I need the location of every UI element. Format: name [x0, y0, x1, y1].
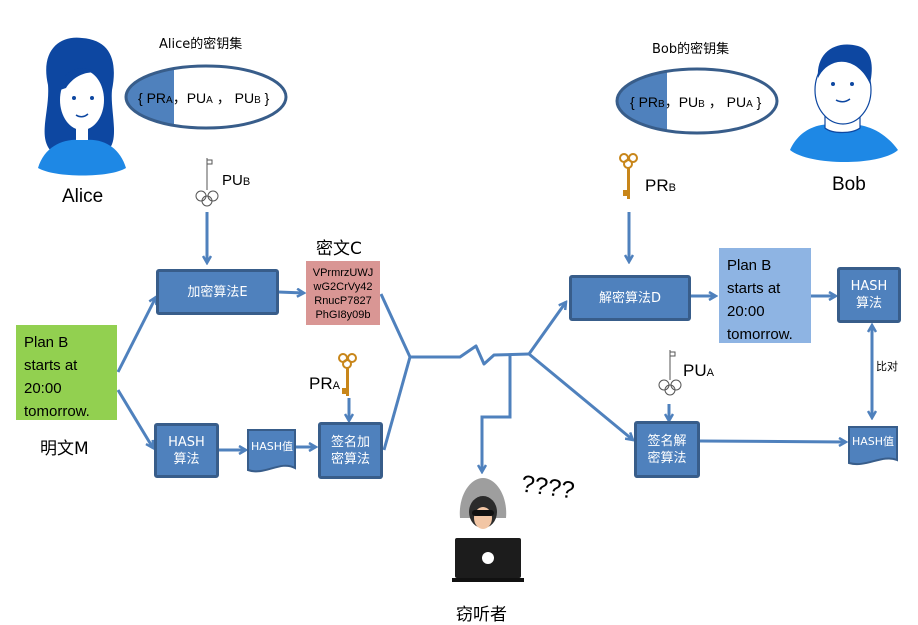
alice-public-key-icon: [195, 158, 219, 207]
ciphertext-box: VPrmrzUWJ wG2CrVy42 RnucP7827 PhGI8y09b: [306, 261, 380, 325]
channel-from-sign: [382, 356, 412, 451]
decrypt-algorithm-box: 解密算法D: [569, 275, 691, 321]
alice-private-key-icon: [338, 353, 357, 396]
eavesdropper-icon: [452, 478, 524, 582]
plaintext-box: Plan B starts at 20:00 tomorrow.: [16, 325, 117, 420]
bob-keyset-title: Bob的密钥集: [652, 42, 730, 57]
plaintext-label: 明文M: [40, 439, 89, 459]
decrypted-line: tomorrow.: [727, 326, 793, 343]
arrow-channel-to-decrypt: [527, 302, 566, 355]
hash-algorithm-right-box: HASH 算法: [837, 267, 901, 323]
alice-keyset-text: { PRA，PUA ， PUB }: [138, 90, 270, 106]
hash-algorithm-left-box: HASH 算法: [154, 423, 219, 478]
hash-value-left-label: HASH值: [250, 440, 294, 453]
plaintext-line: tomorrow.: [24, 403, 90, 420]
decrypted-plaintext-box: Plan B starts at 20:00 tomorrow.: [719, 248, 811, 343]
box-line: 签名加: [330, 434, 370, 450]
alice-avatar: [38, 37, 126, 176]
arrow-channel-to-sign-decrypt: [528, 352, 633, 440]
ciphertext-line: wG2CrVy42: [313, 281, 373, 293]
box-line: 密算法: [330, 451, 370, 467]
hash-value-right-label: HASH值: [851, 435, 895, 448]
arrow-plain-to-hash: [116, 389, 153, 448]
box-line: HASH: [850, 279, 888, 294]
ciphertext-line: RnucP7827: [314, 295, 372, 307]
bob-avatar: [790, 44, 898, 162]
alice-private-key-label: PRA: [309, 374, 340, 393]
signature-decrypt-box: 签名解 密算法: [634, 421, 700, 478]
bob-private-key-label: PRB: [645, 176, 676, 195]
decrypted-line: Plan B: [727, 257, 772, 274]
arrow-to-eavesdropper: [482, 355, 512, 472]
ciphertext-line: VPrmrzUWJ: [312, 267, 374, 279]
box-line: HASH: [168, 434, 205, 450]
bob-keyset-text: { PRB，PUB ， PUA }: [630, 94, 762, 110]
alice-keyset-title: Alice的密钥集: [159, 37, 243, 52]
alice-public-key-label: PUB: [222, 172, 251, 189]
plaintext-line: starts at: [24, 357, 78, 374]
alice-name: Alice: [62, 186, 104, 207]
signature-encrypt-box: 签名加 密算法: [318, 422, 383, 479]
hash-value-doc-right: [848, 426, 898, 466]
arrow-sign-decrypt-to-hashvalue: [699, 441, 846, 442]
eavesdropper-label: 窃听者: [456, 605, 507, 625]
box-line: 算法: [855, 296, 882, 311]
bob-private-key-icon: [619, 153, 638, 199]
box-line: 算法: [173, 451, 200, 467]
ciphertext-line: PhGI8y09b: [315, 309, 371, 321]
decrypted-line: starts at: [727, 280, 781, 297]
arrow-encrypt-to-cipher: [277, 292, 304, 293]
ciphertext-label: 密文C: [316, 239, 362, 259]
decrypted-line: 20:00: [727, 303, 765, 320]
compare-label: 比对: [876, 360, 898, 373]
box-line: 密算法: [647, 450, 687, 466]
plaintext-line: 20:00: [24, 380, 62, 397]
channel-line: [379, 293, 530, 366]
bob-name: Bob: [832, 174, 866, 195]
bob-public-key-label: PUA: [683, 361, 714, 380]
bob-public-key-icon: [658, 350, 682, 396]
plaintext-line: Plan B: [24, 334, 69, 351]
encrypt-algorithm-box: 加密算法E: [156, 269, 279, 315]
arrow-plain-to-encrypt: [116, 297, 156, 373]
box-line: 签名解: [647, 433, 687, 449]
hash-value-doc-left: [247, 429, 296, 473]
